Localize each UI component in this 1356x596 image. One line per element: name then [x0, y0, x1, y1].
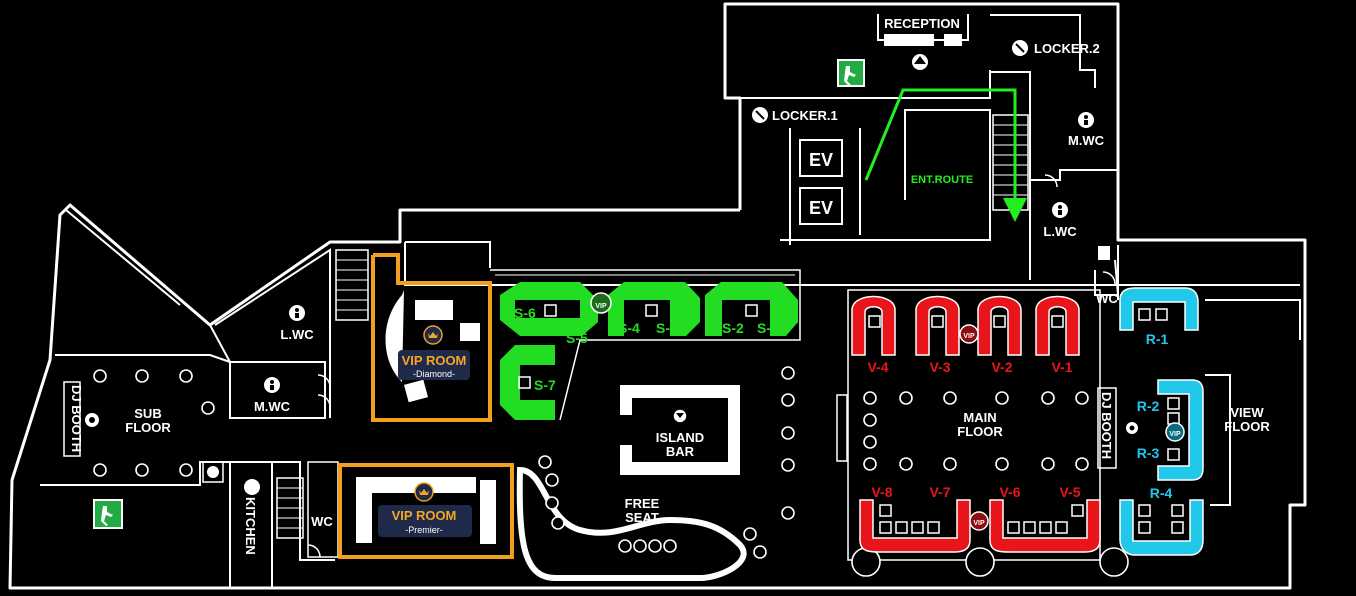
- vip-room-diamond: VIP ROOM -Diamond-: [371, 253, 492, 422]
- vip-room-premier: VIP ROOM -Premier-: [338, 463, 514, 559]
- locker-1: LOCKER.1: [752, 107, 838, 123]
- seat-s-4[interactable]: S-4: [618, 320, 640, 336]
- mwc-top: M.WC: [1068, 112, 1105, 148]
- seat-v-8[interactable]: V-8: [871, 484, 892, 500]
- v-top-vip-badge: VIP: [963, 333, 975, 340]
- dj-booth-right: DJ BOOTH: [1097, 387, 1138, 469]
- exit-sign-icon: [93, 499, 123, 529]
- s-zone: VIP S-6 S-5 S-4 S-3 S-2 S-1 S-7: [490, 269, 801, 421]
- exit-sign-icon: [837, 59, 865, 87]
- r-vip-badge: VIP: [1169, 431, 1181, 438]
- free-seat-label-1: FREE: [625, 496, 660, 511]
- view-floor-label-2: FLOOR: [1224, 419, 1270, 434]
- seat-r-4[interactable]: R-4: [1150, 485, 1173, 501]
- seat-s-5[interactable]: S-5: [566, 330, 588, 346]
- r-zone: R-1 VIP R-2 R-3 R-4: [1119, 287, 1204, 556]
- seat-r-3[interactable]: R-3: [1137, 445, 1160, 461]
- main-floor-label-2: FLOOR: [957, 424, 1003, 439]
- view-floor: VIEW FLOOR: [1224, 405, 1270, 434]
- seat-r-1[interactable]: R-1: [1146, 331, 1169, 347]
- reception-desk: RECEPTION: [884, 16, 962, 70]
- wc-right-label: WC: [1096, 291, 1118, 306]
- sub-floor-label-2: FLOOR: [125, 420, 171, 435]
- lwc-top: L.WC: [1043, 202, 1077, 239]
- seat-v-2[interactable]: V-2: [991, 359, 1012, 375]
- mwc-top-label: M.WC: [1068, 133, 1105, 148]
- vip-crown-icon: [959, 324, 979, 344]
- vip-diamond-label-1: VIP ROOM: [402, 353, 467, 368]
- seat-v-5[interactable]: V-5: [1059, 484, 1080, 500]
- seat-r-2[interactable]: R-2: [1137, 398, 1160, 414]
- sub-floor-label-1: SUB: [134, 406, 161, 421]
- locker1-label: LOCKER.1: [772, 108, 838, 123]
- s-vip-badge: VIP: [595, 303, 607, 310]
- vip-crown-icon: [969, 511, 989, 531]
- ev1-label: EV: [809, 150, 833, 170]
- reception-label: RECEPTION: [884, 16, 960, 31]
- seat-v-7[interactable]: V-7: [929, 484, 950, 500]
- locker-2: LOCKER.2: [1012, 40, 1100, 56]
- view-floor-label-1: VIEW: [1230, 405, 1264, 420]
- v-zone-top: VIP V-4 V-3 V-2 V-1: [851, 295, 1080, 375]
- staircase-icon: [276, 477, 304, 539]
- mwc-left-label: M.WC: [254, 399, 291, 414]
- elevators: EV EV: [799, 139, 843, 225]
- free-seat-area: FREE SEAT: [516, 366, 795, 581]
- vip-diamond-label-2: -Diamond-: [413, 369, 455, 379]
- v-bottom-vip-badge: VIP: [973, 520, 985, 527]
- dj-booth-right-label: DJ BOOTH: [1099, 392, 1114, 459]
- staircase-icon: [992, 114, 1029, 211]
- wc-small: WC: [307, 461, 339, 558]
- main-floor-label-1: MAIN: [963, 410, 996, 425]
- kitchen-chef-icon: [244, 479, 260, 495]
- vip-crown-icon: [1165, 422, 1185, 442]
- staircase-icon: [335, 249, 369, 321]
- wc-small-label: WC: [311, 514, 333, 529]
- outer-walls: [8, 2, 1307, 590]
- island-bar-label-2: BAR: [666, 444, 695, 459]
- sub-floor: SUB FLOOR: [93, 369, 215, 477]
- ev2-label: EV: [809, 198, 833, 218]
- seat-s-1[interactable]: S-1: [757, 320, 779, 336]
- vip-premier-label-2: -Premier-: [405, 525, 443, 535]
- lwc-left: L.WC: [280, 305, 314, 342]
- wc-right: WC: [1096, 246, 1118, 306]
- seat-v-6[interactable]: V-6: [999, 484, 1020, 500]
- seat-s-2[interactable]: S-2: [722, 320, 744, 336]
- v-zone-bottom: VIP V-8 V-7 V-6 V-5: [859, 484, 1101, 553]
- kitchen: KITCHEN: [202, 461, 260, 555]
- seat-v-1[interactable]: V-1: [1051, 359, 1072, 375]
- door-icon: [307, 174, 1116, 558]
- lwc-top-label: L.WC: [1043, 224, 1077, 239]
- dj-booth-left-label: DJ BOOTH: [69, 385, 84, 452]
- dj-booth-left: DJ BOOTH: [63, 381, 99, 457]
- mwc-left: M.WC: [254, 377, 291, 414]
- vip-premier-label-1: VIP ROOM: [392, 508, 457, 523]
- seat-s-3[interactable]: S-3: [656, 320, 678, 336]
- seat-s-6[interactable]: S-6: [514, 305, 536, 321]
- kitchen-label: KITCHEN: [243, 497, 258, 555]
- island-bar-label-1: ISLAND: [656, 430, 704, 445]
- locker2-label: LOCKER.2: [1034, 41, 1100, 56]
- seat-v-4[interactable]: V-4: [867, 359, 888, 375]
- vip-crown-icon: [590, 292, 612, 314]
- seat-s-7[interactable]: S-7: [534, 377, 556, 393]
- lwc-left-label: L.WC: [280, 327, 314, 342]
- ent-route-label: ENT.ROUTE: [911, 174, 973, 186]
- seat-v-3[interactable]: V-3: [929, 359, 950, 375]
- island-bar: ISLAND BAR: [620, 385, 740, 475]
- entrance-route: ENT.ROUTE: [864, 88, 1027, 222]
